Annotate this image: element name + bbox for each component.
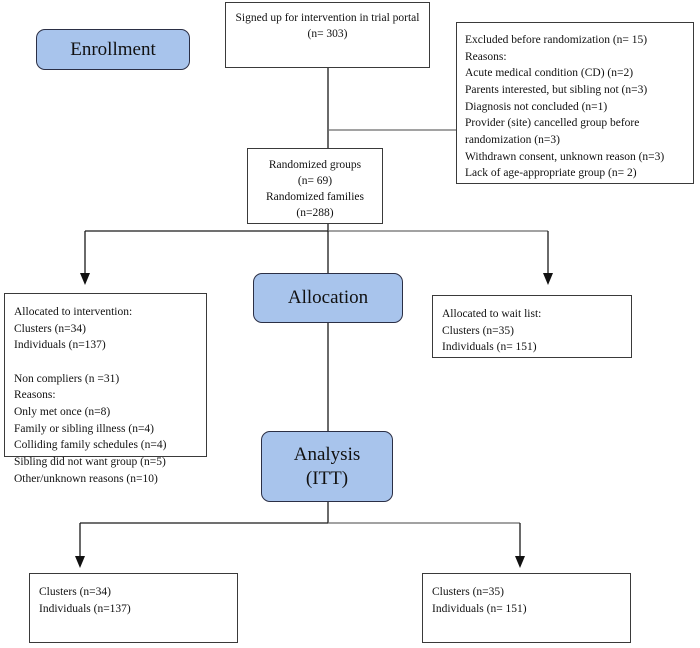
box-analysis-intervention[interactable]: Clusters (n=34) Individuals (n=137) — [29, 573, 238, 643]
box-signed-up-text: Signed up for intervention in trial port… — [235, 12, 420, 40]
stage-enrollment-label: Enrollment — [70, 38, 156, 60]
box-signed-up[interactable]: Signed up for intervention in trial port… — [225, 2, 430, 68]
box-excluded[interactable]: Excluded before randomization (n= 15) Re… — [456, 22, 694, 184]
stage-enrollment[interactable]: Enrollment — [36, 29, 190, 70]
stage-analysis[interactable]: Analysis (ITT) — [261, 431, 393, 502]
box-allocated-waitlist[interactable]: Allocated to wait list: Clusters (n=35) … — [432, 295, 632, 358]
stage-analysis-label-line2: (ITT) — [305, 467, 349, 489]
stage-allocation[interactable]: Allocation — [253, 273, 403, 323]
stage-analysis-label-line1: Analysis — [293, 444, 361, 466]
box-analysis-waitlist[interactable]: Clusters (n=35) Individuals (n= 151) — [422, 573, 631, 643]
box-allocated-intervention[interactable]: Allocated to intervention: Clusters (n=3… — [4, 293, 207, 485]
box-randomized[interactable]: Randomized groups (n= 69) Randomized fam… — [247, 148, 383, 224]
box-excluded-text: Excluded before randomization (n= 15) Re… — [465, 34, 665, 180]
box-analysis-intervention-text: Clusters (n=34) Individuals (n=137) — [39, 586, 131, 615]
box-analysis-waitlist-text: Clusters (n=35) Individuals (n= 151) — [432, 586, 527, 615]
box-allocated-intervention-text: Allocated to intervention: Clusters (n=3… — [14, 306, 167, 485]
box-allocated-waitlist-text: Allocated to wait list: Clusters (n=35) … — [442, 308, 542, 354]
box-randomized-text: Randomized groups (n= 69) Randomized fam… — [265, 159, 365, 219]
stage-allocation-label: Allocation — [287, 287, 369, 309]
